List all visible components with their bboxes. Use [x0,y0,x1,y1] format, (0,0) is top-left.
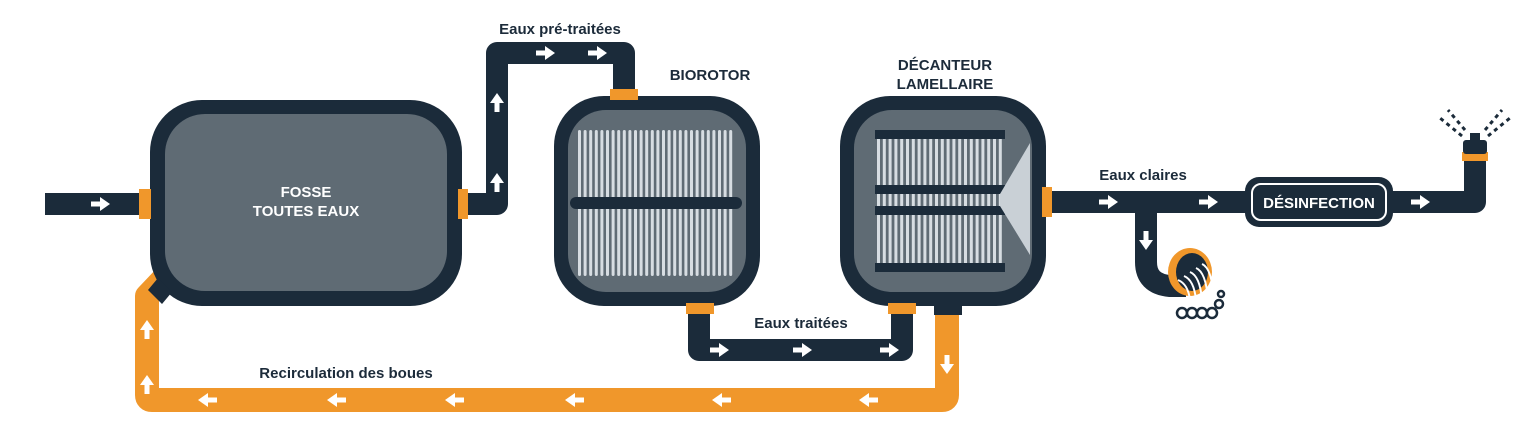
sprinkler-icon [1439,109,1511,154]
lamella-plate [894,139,898,263]
lamella-plate [952,139,956,263]
lamella-plate [958,139,962,263]
labels: Eaux pré-traitées BIOROTOR DÉCANTEUR LAM… [259,21,1186,382]
lamella-plate [987,139,991,263]
lamella-plate [940,139,944,263]
lamella-plate [935,139,938,263]
lamella-plate [964,139,967,263]
lamella-plate [888,139,892,263]
disinfection-label: DÉSINFECTION [1263,195,1375,212]
decanter-label-line1: DÉCANTEUR [898,57,992,74]
outlet-pipe-icon [1168,248,1226,320]
lamella-plate [900,139,904,263]
lamella-plate [923,139,927,263]
recirculation-pipe [135,267,959,412]
disinfection-unit: DÉSINFECTION [1245,177,1393,227]
lamella-plate [993,139,996,263]
treated-water-label: Eaux traitées [754,315,847,332]
biorotor-label: BIOROTOR [670,67,751,84]
lamella-plate [981,139,985,263]
septic-tank-label-line2: TOUTES EAUX [253,203,359,220]
lamella-plate [882,139,886,263]
lamella-plate [969,139,973,263]
lamella-plate [946,139,950,263]
clear-water-label: Eaux claires [1099,167,1187,184]
septic-tank: FOSSE TOUTES EAUX [150,100,462,306]
pretreated-water-label: Eaux pré-traitées [499,21,621,38]
septic-tank-label-line1: FOSSE [281,184,332,201]
lamella-plate [906,139,909,263]
orange-connectors [139,89,1488,315]
lamella-plate [975,139,979,263]
biorotor-shaft [570,197,742,209]
decanter-deflector [1000,143,1030,255]
recirculation-label: Recirculation des boues [259,365,432,382]
lamella-plate [877,139,880,263]
lamella-plate [911,139,915,263]
lamella-plate [917,139,921,263]
decanter-tank [840,96,1046,306]
lamella-plate [929,139,933,263]
decanter-label-line2: LAMELLAIRE [897,76,994,93]
decanter-lamella-plates [877,139,1002,263]
biorotor-tank [554,96,760,306]
